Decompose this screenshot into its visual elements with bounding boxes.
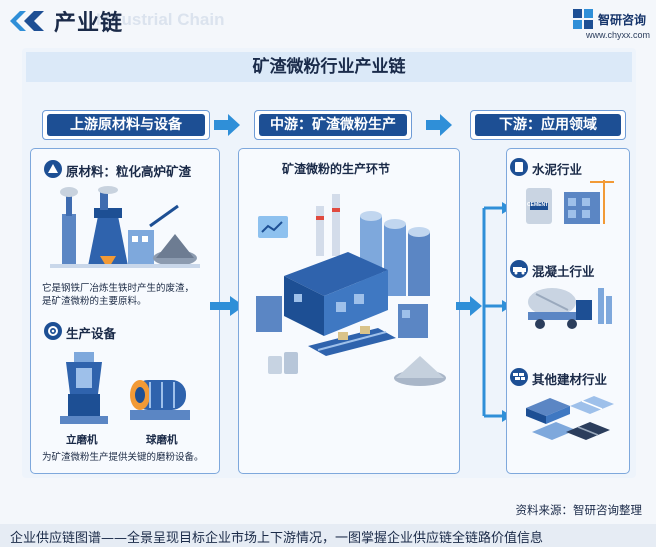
footer-text: 企业供应链图谱——全景呈现目标企业市场上下游情况，一图掌握企业供应链全链路价值信…	[10, 531, 544, 546]
branch-connector	[482, 202, 512, 422]
equipment-desc: 为矿渣微粉生产提供关键的磨粉设备。	[42, 452, 204, 463]
stage-upstream-label: 上游原材料与设备	[47, 114, 205, 136]
page-title: 产业链	[54, 11, 124, 36]
concrete-mixer-illustration	[528, 288, 612, 329]
double-chevron-icon	[10, 11, 44, 31]
cement-illustration	[526, 180, 614, 224]
arrow-right-icon	[210, 296, 244, 316]
midstream-title: 矿渣微粉的生产环节	[282, 162, 391, 176]
stage-downstream: 下游：应用领域	[470, 110, 626, 140]
vertical-mill-illustration	[60, 352, 108, 424]
raw-material-label: 原材料：粒化高炉矿渣	[66, 164, 192, 179]
brand-logo-icon	[573, 9, 593, 29]
footer-bar: 企业供应链图谱——全景呈现目标企业市场上下游情况，一图掌握企业供应链全链路价值信…	[0, 524, 656, 547]
mixer-truck-icon	[510, 260, 528, 278]
equipment-ball-mill: 球磨机	[146, 434, 178, 446]
cement-bag-text: CEMENT	[527, 202, 549, 208]
brand-logo: 智研咨询	[572, 8, 646, 30]
triangle-icon	[44, 160, 62, 178]
stage-midstream: 中游：矿渣微粉生产	[254, 110, 412, 140]
blast-furnace-illustration	[50, 186, 200, 268]
source-note: 资料来源：智研咨询整理	[515, 503, 643, 517]
equipment-vertical-mill: 立磨机	[66, 434, 98, 446]
brand-name: 智研咨询	[598, 12, 647, 27]
stage-downstream-label: 下游：应用领域	[475, 114, 621, 136]
raw-material-desc-line2: 是矿渣微粉的主要原料。	[42, 296, 147, 307]
diagram-title: 矿渣微粉行业产业链	[26, 52, 632, 82]
stage-upstream: 上游原材料与设备	[42, 110, 210, 140]
building-materials-illustration	[526, 396, 614, 440]
cement-bag-icon	[510, 158, 528, 176]
ball-mill-illustration	[130, 380, 190, 420]
downstream-item-other: 其他建材行业	[532, 372, 608, 387]
raw-material-desc-line1: 它是钢铁厂冶炼生铁时产生的废渣，	[42, 283, 195, 294]
brand-url: www.chyxx.com	[586, 30, 651, 40]
downstream-item-concrete: 混凝土行业	[532, 264, 595, 279]
factory-illustration	[256, 194, 446, 386]
gear-icon	[44, 322, 62, 340]
arrow-right-icon	[426, 114, 452, 136]
bricks-icon	[510, 368, 528, 386]
equipment-label: 生产设备	[66, 326, 117, 341]
arrow-right-icon	[214, 114, 240, 136]
arrow-right-icon	[456, 296, 482, 316]
header: Industrial Chain 产业链 智研咨询 www.chyxx.com	[0, 0, 656, 44]
downstream-item-cement: 水泥行业	[532, 162, 583, 177]
stage-midstream-label: 中游：矿渣微粉生产	[259, 114, 407, 136]
header-ghost-text: Industrial Chain	[96, 10, 225, 29]
